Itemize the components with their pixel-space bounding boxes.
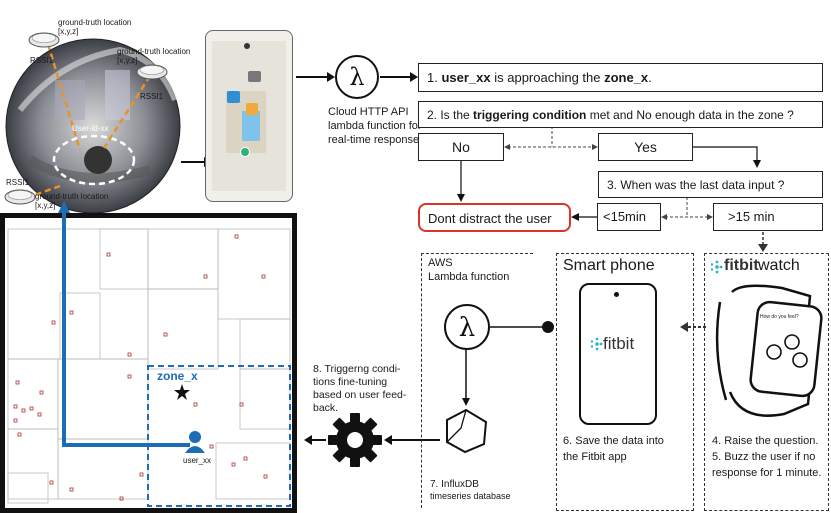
- zone-x-area: [147, 365, 291, 507]
- step4-label: 4. Raise the question.: [712, 435, 819, 447]
- fitbit-logo-icon: [588, 337, 603, 351]
- svg-text:λ: λ: [459, 313, 475, 343]
- beacon-3-rssi: RSSI1: [6, 178, 30, 187]
- influx-label-1: 7. InfluxDB: [430, 479, 479, 490]
- aws-label: AWS: [428, 257, 453, 269]
- user-trajectory: [62, 209, 190, 447]
- user-location-dot: [240, 147, 250, 157]
- lambda-icon: λ: [335, 55, 379, 99]
- emoji-sad-icon: [792, 352, 808, 368]
- map-pin-icon: [244, 43, 250, 49]
- influx-label-2: timeseries database: [430, 491, 511, 501]
- floor-map: [0, 213, 297, 513]
- phone-app-name: fitbit: [603, 334, 635, 353]
- smartphone-title: Smart phone: [563, 257, 655, 274]
- map-user-label: user_xx: [183, 456, 212, 465]
- aws-lambda-icon: λ: [444, 304, 490, 350]
- dont-distract-box: Dont distract the user: [418, 203, 571, 232]
- zone-label: zone_x: [157, 369, 198, 383]
- fitbit-watch-logo-icon: [710, 260, 723, 274]
- beacon-1-label: ground-truth location: [58, 18, 132, 27]
- aws-panel: [421, 253, 533, 508]
- smartphone-device: fitbit: [579, 283, 657, 425]
- beacon-3-label: ground-truth location: [35, 192, 109, 201]
- user-id: user_xx: [441, 70, 491, 85]
- beacon-2-coords: [x,y,z]: [117, 56, 138, 65]
- tuning-line1: 8. Triggerng condi-: [313, 363, 401, 375]
- aws-lambda-label: Lambda function: [428, 271, 510, 283]
- watch-panel: [704, 253, 829, 511]
- beacon-icon-1: [28, 32, 60, 48]
- beacon-1-coords: [x,y,z]: [58, 27, 79, 36]
- zone-id: zone_x: [604, 70, 649, 85]
- beacon-icon-3: [4, 189, 36, 205]
- cloud-api-line1: Cloud HTTP API: [328, 106, 409, 118]
- gear-icon: [328, 413, 382, 467]
- step6-line1: 6. Save the data into: [563, 435, 664, 447]
- step3-box: 3. When was the last data input ?: [598, 171, 823, 198]
- elevator-icon: [248, 71, 261, 82]
- beacon-2-rssi: RSSI1: [140, 92, 164, 101]
- left-rssi-label: RSSI1: [30, 56, 54, 65]
- restroom-icon: [227, 91, 240, 103]
- step2-box: 2. Is the triggering condition met and N…: [418, 101, 823, 128]
- emoji-happy-icon: [766, 344, 782, 360]
- stairs-icon: [246, 103, 258, 115]
- step5-line2: response for 1 minute.: [712, 467, 822, 479]
- cloud-api-line2: lambda function for: [328, 120, 422, 132]
- smartphone-panel: [556, 253, 694, 511]
- user-id-label: User-id-xx: [72, 124, 109, 133]
- floor-map-rooms: [7, 201, 291, 507]
- user-in-panorama: [84, 146, 112, 174]
- step5-line1: 5. Buzz the user if no: [712, 451, 816, 463]
- no-box: No: [418, 133, 504, 161]
- lt15-box: <15min: [597, 203, 661, 231]
- gt15-box: >15 min: [713, 203, 823, 231]
- smartwatch-device: [715, 284, 823, 417]
- beacon-icon-2: [136, 64, 168, 80]
- watch-question: How do you feel?: [760, 314, 799, 320]
- emoji-neutral-icon: [784, 334, 800, 350]
- cloud-api-line3: real-time response: [328, 134, 420, 146]
- beacon-2-label: ground-truth location: [117, 47, 191, 56]
- beacon-3-coords: [x,y,z]: [35, 201, 56, 210]
- camera-dot: [614, 292, 619, 297]
- triggering-condition: triggering condition: [473, 108, 587, 122]
- tuning-line2: tions fine-tuning: [313, 376, 388, 388]
- step1-box: 1. user_xx is approaching the zone_x.: [418, 63, 823, 92]
- svg-text:λ: λ: [349, 63, 364, 91]
- step6-line2: the Fitbit app: [563, 451, 627, 463]
- phone-map-screen: [205, 30, 293, 202]
- tuning-line4: back.: [313, 402, 339, 414]
- yes-box: Yes: [598, 133, 693, 161]
- influxdb-icon: [446, 408, 488, 454]
- user-icon: [185, 431, 205, 453]
- zone-star-icon: [174, 384, 190, 400]
- tuning-line3: based on user feed-: [313, 389, 407, 401]
